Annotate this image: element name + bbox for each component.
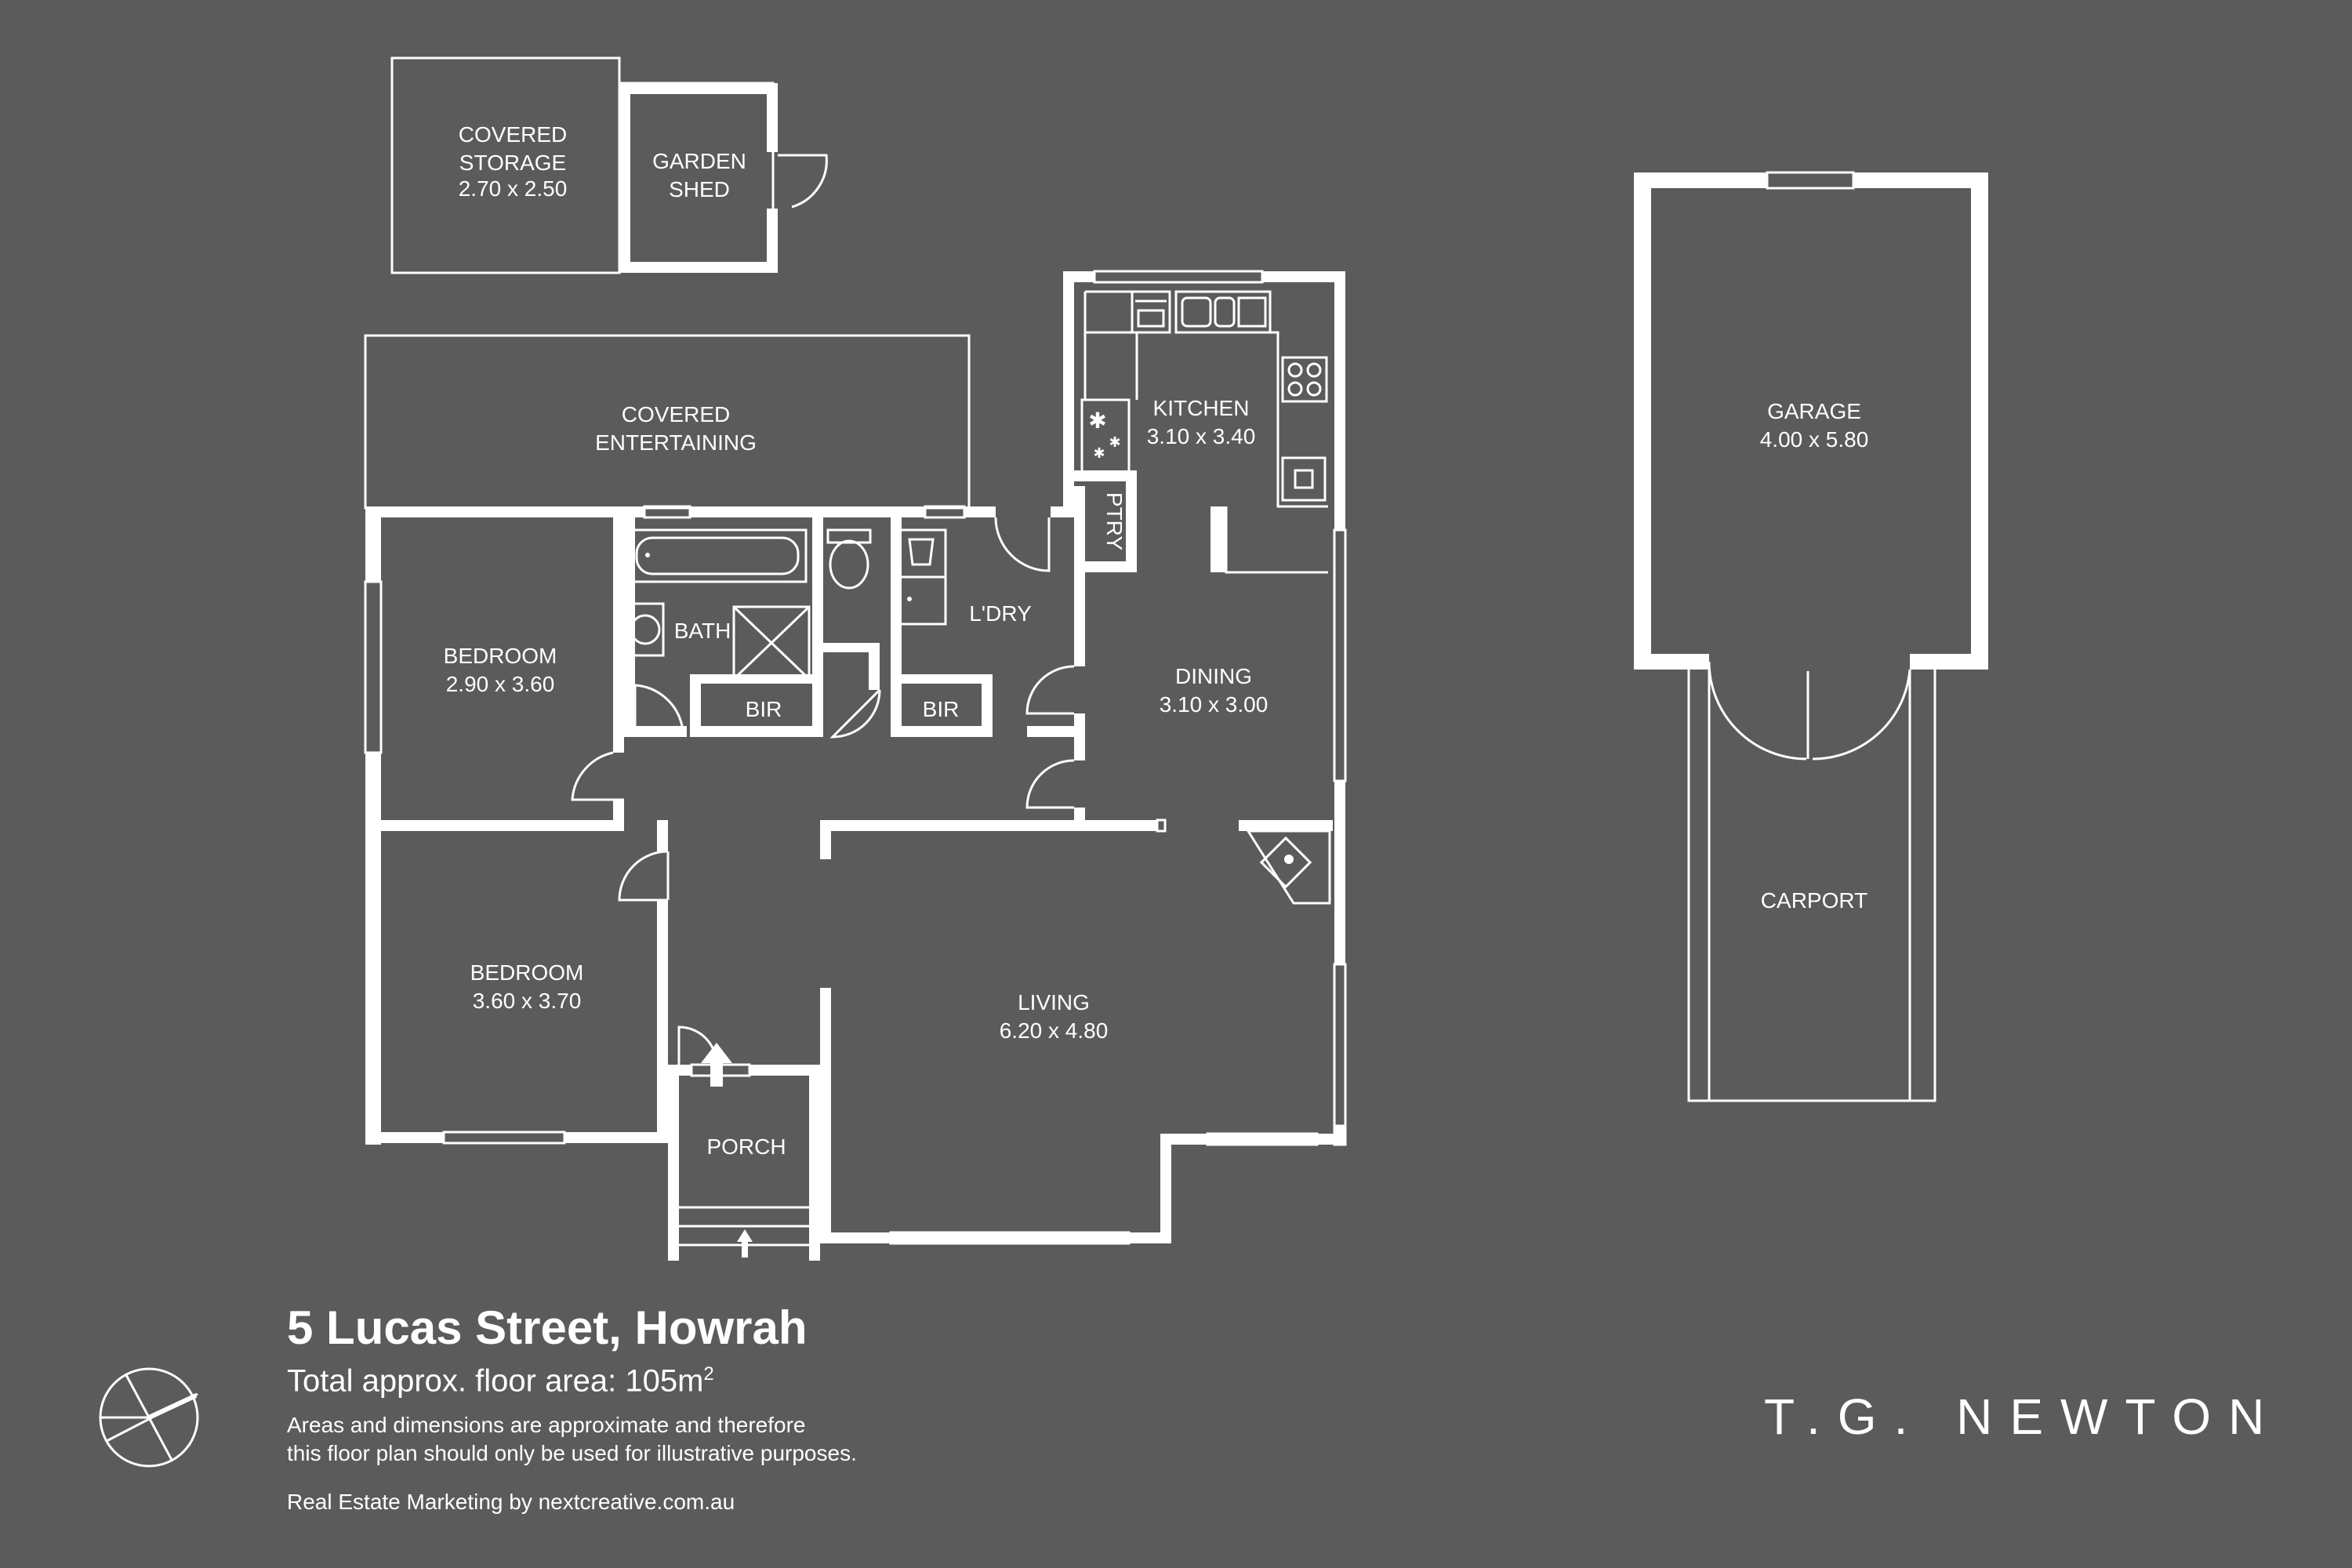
covered-storage-label: COVERED STORAGE (459, 122, 567, 175)
address-title: 5 Lucas Street, Howrah (287, 1301, 808, 1354)
bedroom1-dims: 2.90 x 3.60 (446, 672, 555, 696)
living-dims: 6.20 x 4.80 (1000, 1018, 1109, 1043)
carport-outline (1687, 670, 1936, 1102)
basin-icon (626, 602, 665, 657)
label-line: SHED (669, 177, 730, 201)
marketing-credit: Real Estate Marketing by nextcreative.co… (287, 1490, 735, 1515)
svg-text:✱: ✱ (1109, 434, 1120, 451)
bathtub-icon (627, 528, 808, 583)
label-line: GARDEN (652, 149, 746, 173)
outbuildings (390, 56, 828, 274)
house-walls (365, 271, 1347, 1261)
porch-label: PORCH (706, 1134, 786, 1159)
oven-icon (1281, 456, 1327, 502)
living-label: LIVING (1018, 990, 1090, 1014)
garage-dims: 4.00 x 5.80 (1760, 427, 1869, 452)
pantry-label: PTRY (1102, 492, 1127, 550)
laundry-label: L'DRY (969, 601, 1032, 626)
bir2-label: BIR (923, 697, 960, 721)
compass-icon (99, 1367, 199, 1468)
laundry-trough-icon (897, 528, 947, 626)
stove-icon (1281, 356, 1328, 403)
kitchen-label: KITCHEN (1153, 396, 1250, 420)
bath-label: BATH (674, 619, 731, 643)
covered-entertaining-label: COVERED ENTERTAINING (595, 402, 757, 455)
garage-label: GARAGE (1767, 399, 1861, 423)
svg-text:✱: ✱ (1093, 445, 1105, 462)
kitchen-dims: 3.10 x 3.40 (1147, 424, 1256, 448)
covered-entertaining-outline (364, 334, 971, 510)
property-info: 5 Lucas Street, Howrah Total approx. flo… (287, 1301, 857, 1516)
dishwasher-icon (1131, 290, 1171, 334)
porch-details (677, 1025, 809, 1258)
garage (1634, 171, 1988, 760)
carport (1687, 670, 1936, 1102)
bedroom1-label: BEDROOM (444, 644, 557, 668)
shower-icon (732, 605, 811, 681)
bedroom2-dims: 3.60 x 3.70 (473, 989, 582, 1013)
svg-text:✱: ✱ (1088, 408, 1106, 434)
doors (571, 517, 1075, 902)
garden-shed-label: GARDEN SHED (652, 149, 746, 201)
fridge-icon: ✱ ✱ ✱ (1080, 398, 1131, 474)
step-arrow-icon (737, 1229, 753, 1258)
dining-label: DINING (1175, 664, 1252, 688)
heater-icon (1246, 829, 1331, 905)
garage-doors (1708, 661, 1911, 760)
bedroom2-label: BEDROOM (470, 960, 584, 985)
label-line: COVERED (622, 402, 730, 426)
bir1-label: BIR (746, 697, 782, 721)
covered-storage-dims: 2.70 x 2.50 (459, 176, 568, 201)
label-line: COVERED (459, 122, 567, 147)
fixtures: ✱ ✱ ✱ (626, 290, 1331, 905)
dining-dims: 3.10 x 3.00 (1160, 692, 1269, 717)
room-labels: COVERED STORAGE 2.70 x 2.50 GARDEN SHED CO… (444, 122, 1869, 1159)
toilet-icon (826, 528, 872, 590)
sink-icon (1174, 290, 1272, 334)
disclaimer-line-2: this floor plan should only be used for … (287, 1441, 857, 1466)
carport-label: CARPORT (1761, 888, 1867, 913)
entry-arrow-icon (701, 1043, 732, 1087)
brand-logo: T.G. NEWTON (1764, 1388, 2282, 1445)
floor-area-unit-sup: 2 (703, 1363, 714, 1385)
disclaimer-line-1: Areas and dimensions are approximate and… (287, 1413, 806, 1438)
floor-area-text: Total approx. floor area: 105m (287, 1363, 704, 1399)
label-line: ENTERTAINING (595, 430, 757, 455)
shed-door (778, 154, 828, 209)
floor-area: Total approx. floor area: 105m2 (287, 1355, 857, 1400)
label-line: STORAGE (459, 151, 566, 175)
